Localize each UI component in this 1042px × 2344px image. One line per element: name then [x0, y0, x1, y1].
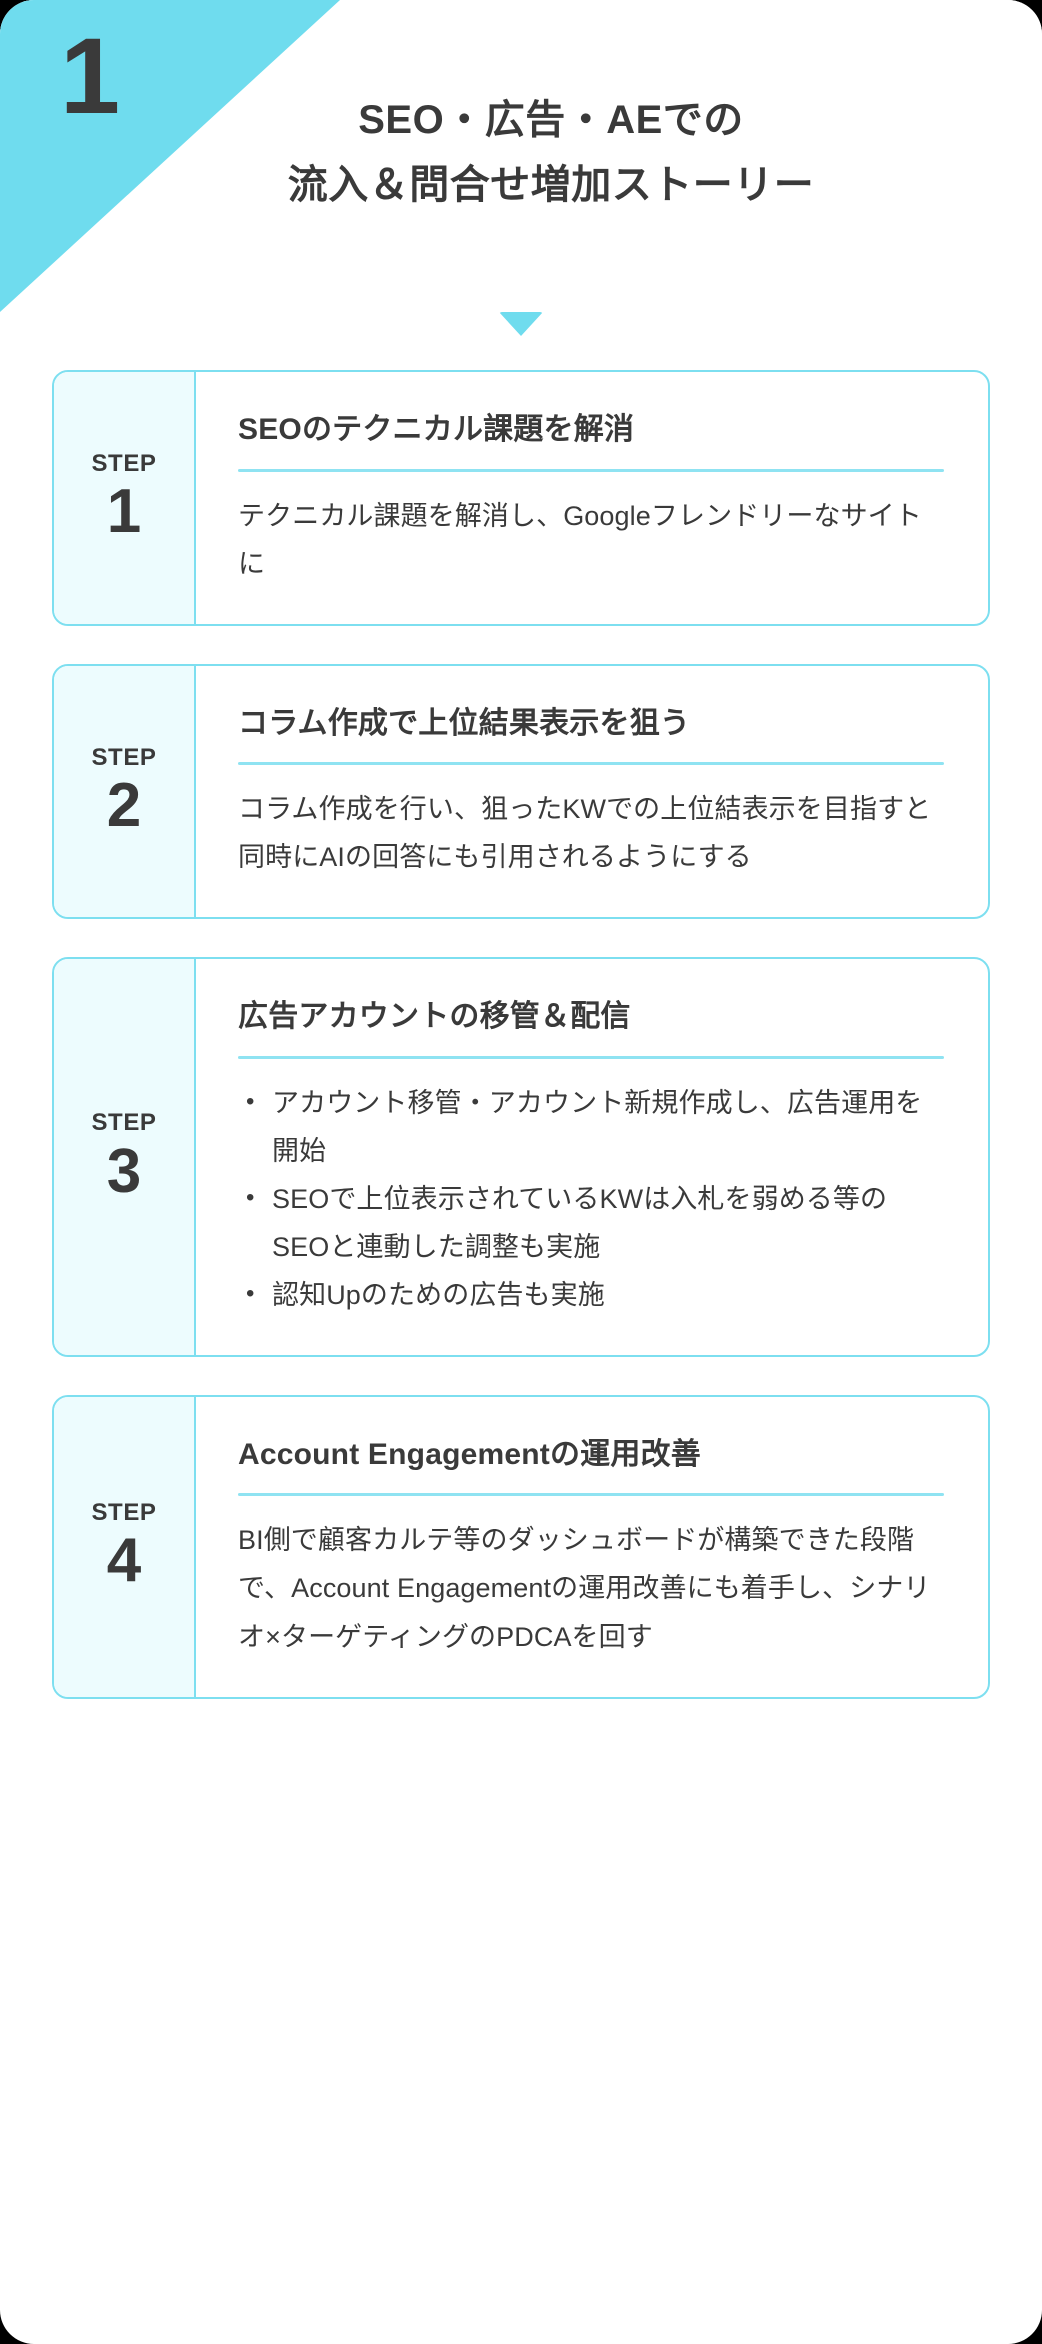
step-body: SEOのテクニカル課題を解消 テクニカル課題を解消し、Googleフレンドリーな…: [196, 372, 988, 624]
list-item: アカウント移管・アカウント新規作成し、広告運用を開始: [238, 1079, 944, 1175]
step-badge-label: STEP: [91, 743, 157, 771]
step-description: コラム作成を行い、狙ったKWでの上位結表示を目指すと同時にAIの回答にも引用され…: [238, 794, 932, 873]
step-badge-label: STEP: [91, 1499, 157, 1526]
arrow-container: [0, 312, 1042, 370]
step-card[interactable]: STEP 1 SEOのテクニカル課題を解消 テクニカル課題を解消し、Google…: [52, 370, 990, 626]
steps-list: STEP 1 SEOのテクニカル課題を解消 テクニカル課題を解消し、Google…: [0, 370, 1042, 1755]
header-section-number: 1: [60, 15, 120, 136]
step-heading: コラム作成で上位結果表示を狙う: [238, 706, 691, 740]
step-bullet-list: アカウント移管・アカウント新規作成し、広告運用を開始 SEOで上位表示されている…: [238, 1079, 944, 1319]
step-body: コラム作成で上位結果表示を狙う コラム作成を行い、狙ったKWでの上位結表示を目指…: [196, 666, 988, 918]
chevron-down-triangle-icon: [499, 312, 543, 336]
step-badge: STEP 2: [54, 665, 196, 918]
step-card[interactable]: STEP 4 Account Engagementの運用改善 BI側で顧客カルテ…: [52, 1394, 990, 1699]
step-badge-label: STEP: [91, 1109, 157, 1137]
page-title-line-1: SEO・広告・AEでの: [358, 98, 744, 142]
step-divider: [238, 1055, 944, 1059]
step-badge-label: STEP: [91, 450, 157, 478]
step-badge-number: 3: [106, 1136, 142, 1206]
step-badge: STEP 1: [54, 372, 196, 624]
page-title-line-2: 流入＆問合せ増加ストーリー: [287, 162, 815, 207]
step-heading: Account Engagementの運用改善: [238, 1437, 701, 1471]
step-body: 広告アカウントの移管＆配信 アカウント移管・アカウント新規作成し、広告運用を開始…: [196, 959, 988, 1355]
step-description: BI側で顧客カルテ等のダッシュボードが構築できた段階で、Account Enga…: [238, 1525, 931, 1652]
page-title: SEO・広告・AEでの 流入＆問合せ増加ストーリー: [0, 88, 1042, 218]
step-divider: [238, 762, 944, 766]
step-badge-number: 4: [106, 1526, 142, 1596]
step-card[interactable]: STEP 3 広告アカウントの移管＆配信 アカウント移管・アカウント新規作成し、…: [52, 957, 990, 1357]
step-heading: 広告アカウントの移管＆配信: [238, 1000, 631, 1034]
list-item: 認知Upのための広告も実施: [238, 1271, 944, 1319]
step-divider: [238, 1493, 944, 1497]
step-description: テクニカル課題を解消し、Googleフレンドリーなサイトに: [238, 500, 922, 579]
step-badge-number: 2: [106, 771, 142, 841]
step-divider: [238, 468, 944, 472]
step-badge: STEP 4: [54, 1396, 196, 1697]
header: 1 SEO・広告・AEでの 流入＆問合せ増加ストーリー: [0, 0, 1042, 312]
step-badge: STEP 3: [54, 959, 196, 1355]
list-item: SEOで上位表示されているKWは入札を弱める等のSEOと連動した調整も実施: [238, 1175, 944, 1271]
step-heading: SEOのテクニカル課題を解消: [238, 413, 635, 446]
step-card[interactable]: STEP 2 コラム作成で上位結果表示を狙う コラム作成を行い、狙ったKWでの上…: [52, 663, 990, 920]
step-body: Account Engagementの運用改善 BI側で顧客カルテ等のダッシュボ…: [196, 1397, 988, 1697]
step-badge-number: 1: [106, 477, 142, 547]
